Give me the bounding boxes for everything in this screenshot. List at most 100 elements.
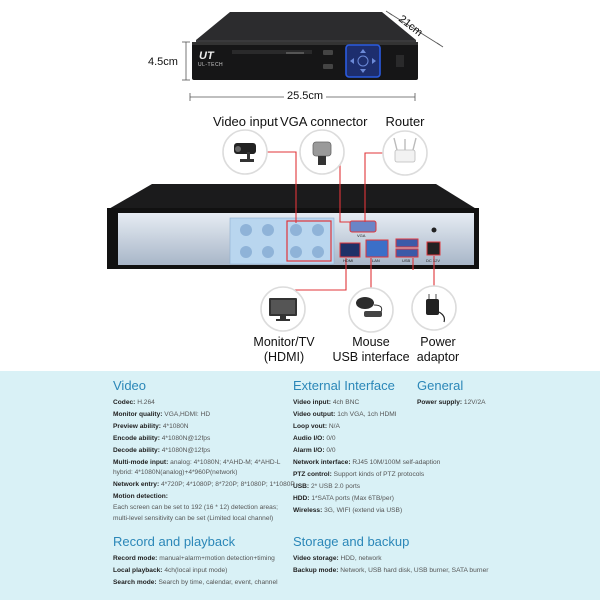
- spec-value: N/A: [328, 423, 340, 430]
- spec-row: Codec: H.264: [113, 398, 155, 407]
- spec-row: Alarm I/O: 0/0: [293, 446, 336, 455]
- spec-row: Wireless: 3G, WIFI (extend via USB): [293, 506, 402, 515]
- spec-value: 4*1080N: [162, 423, 189, 430]
- label-mouse-line2: USB interface: [332, 350, 410, 364]
- spec-key: Backup mode:: [293, 567, 339, 574]
- mouse-icon: [348, 287, 394, 333]
- spec-value: 3G, WIFI (extend via USB): [324, 507, 403, 514]
- spec-value: 4*1080N@12fps: [161, 435, 211, 442]
- label-mouse: Mouse USB interface: [326, 335, 416, 365]
- label-power: Power adaptor: [408, 335, 468, 365]
- spec-value: analog: 4*1080N; 4*AHD-M; 4*AHD-L: [170, 459, 281, 466]
- spec-row: Encode ability: 4*1080N@12fps: [113, 434, 210, 443]
- label-power-line2: adaptor: [416, 350, 460, 364]
- spec-row: Video storage: HDD, network: [293, 554, 382, 563]
- label-vga-connector: VGA connector: [280, 114, 368, 129]
- spec-key: Network interface:: [293, 459, 351, 466]
- spec-row: Search mode: Search by time, calendar, e…: [113, 578, 278, 587]
- spec-key: USB:: [293, 483, 310, 490]
- dimension-width-label: 25.5cm: [284, 90, 327, 102]
- spec-key: Loop vout:: [293, 423, 328, 430]
- dvr-front: [192, 12, 418, 80]
- spec-row: Monitor quality: VGA,HDMI: HD: [113, 410, 210, 419]
- heading-video: Video: [113, 378, 147, 393]
- camera-icon: [222, 129, 268, 175]
- spec-value: multi-level sensitivity can be set (Limi…: [113, 515, 274, 522]
- spec-row: Video output: 1ch VGA, 1ch HDMI: [293, 410, 397, 419]
- spec-key: Video output:: [293, 411, 336, 418]
- spec-value: Support kinds of PTZ protocols: [333, 471, 425, 478]
- dvr-back: [107, 184, 479, 269]
- spec-value: Network, USB hard disk, USB burner, SATA…: [340, 567, 489, 574]
- spec-key: Power supply:: [417, 399, 463, 406]
- spec-row: Each screen can be set to 192 (16 * 12) …: [113, 503, 278, 512]
- spec-key: Codec:: [113, 399, 136, 406]
- spec-value: Search by time, calendar, event, channel: [158, 579, 278, 586]
- spec-key: Multi-mode input:: [113, 459, 169, 466]
- label-power-line1: Power: [420, 335, 456, 349]
- spec-value: RJ45 10M/100M self-adaption: [352, 459, 441, 466]
- spec-key: Encode ability:: [113, 435, 160, 442]
- spec-key: Audio I/O:: [293, 435, 325, 442]
- power-adaptor-icon: [411, 285, 457, 331]
- spec-value: 1*SATA ports (Max 6TB/per): [311, 495, 394, 502]
- spec-row: multi-level sensitivity can be set (Limi…: [113, 514, 273, 523]
- spec-key: Video storage:: [293, 555, 339, 562]
- spec-value: 4ch BNC: [332, 399, 360, 406]
- vga-connector-icon: [299, 129, 345, 175]
- spec-key: Network entry:: [113, 481, 160, 488]
- spec-row: PTZ control: Support kinds of PTZ protoc…: [293, 470, 424, 479]
- spec-row: Audio I/O: 0/0: [293, 434, 336, 443]
- brand-logo: UT: [199, 50, 214, 62]
- backpanel-vga-label: VGA: [357, 233, 366, 238]
- product-illustration: [107, 10, 479, 333]
- spec-key: HDD:: [293, 495, 310, 502]
- spec-row: USB: 2* USB 2.0 ports: [293, 482, 360, 491]
- spec-value: 1ch VGA, 1ch HDMI: [337, 411, 397, 418]
- spec-key: Alarm I/O:: [293, 447, 325, 454]
- dimension-height-label: 4.5cm: [148, 56, 178, 68]
- spec-key: Preview ability:: [113, 423, 162, 430]
- label-video-input: Video input: [213, 114, 278, 129]
- spec-key: Local playback:: [113, 567, 163, 574]
- spec-value: hybrid: 4*1080N(analog)+4*960P(network): [113, 469, 238, 476]
- spec-value: 0/0: [326, 435, 336, 442]
- monitor-icon: [260, 286, 306, 332]
- spec-row: hybrid: 4*1080N(analog)+4*960P(network): [113, 468, 237, 477]
- spec-key: Video input:: [293, 399, 331, 406]
- spec-key: PTZ control:: [293, 471, 332, 478]
- label-mouse-line1: Mouse: [352, 335, 390, 349]
- spec-value: 4*720P; 4*1080P; 8*720P; 8*1080P; 1*1080…: [161, 481, 295, 488]
- spec-value: VGA,HDMI: HD: [164, 411, 211, 418]
- spec-value: 2* USB 2.0 ports: [310, 483, 361, 490]
- spec-value: Each screen can be set to 192 (16 * 12) …: [113, 504, 278, 511]
- spec-key: Record mode:: [113, 555, 158, 562]
- spec-key: Search mode:: [113, 579, 157, 586]
- label-router: Router: [385, 114, 425, 129]
- specs-panel: [0, 371, 600, 600]
- spec-value: HDD, network: [340, 555, 382, 562]
- spec-row: Network interface: RJ45 10M/100M self-ad…: [293, 458, 440, 467]
- label-monitor-line2: (HDMI): [263, 350, 305, 364]
- spec-value: 4ch(local input mode): [164, 567, 228, 574]
- heading-general: General: [417, 378, 464, 393]
- spec-row: Video input: 4ch BNC: [293, 398, 359, 407]
- router-icon: [382, 130, 428, 176]
- spec-value: 4*1080N@12fps: [161, 447, 211, 454]
- spec-value: 12V/2A: [463, 399, 486, 406]
- spec-row: Preview ability: 4*1080N: [113, 422, 189, 431]
- spec-key: Motion detection:: [113, 493, 168, 500]
- spec-row: Motion detection:: [113, 492, 168, 501]
- spec-key: Decode ability:: [113, 447, 160, 454]
- brand-name: UL-TECH: [198, 62, 224, 68]
- backpanel-usb-label: USB: [402, 258, 411, 263]
- spec-row: Network entry: 4*720P; 4*1080P; 8*720P; …: [113, 480, 295, 489]
- backpanel-dc-label: DC 12V: [426, 258, 441, 263]
- backpanel-hdmi-label: HDMI: [343, 258, 354, 263]
- spec-row: Loop vout: N/A: [293, 422, 340, 431]
- spec-row: Local playback: 4ch(local input mode): [113, 566, 227, 575]
- spec-value: H.264: [137, 399, 155, 406]
- backpanel-lan-label: LAN: [372, 258, 380, 263]
- spec-row: Power supply: 12V/2A: [417, 398, 486, 407]
- spec-key: Wireless:: [293, 507, 323, 514]
